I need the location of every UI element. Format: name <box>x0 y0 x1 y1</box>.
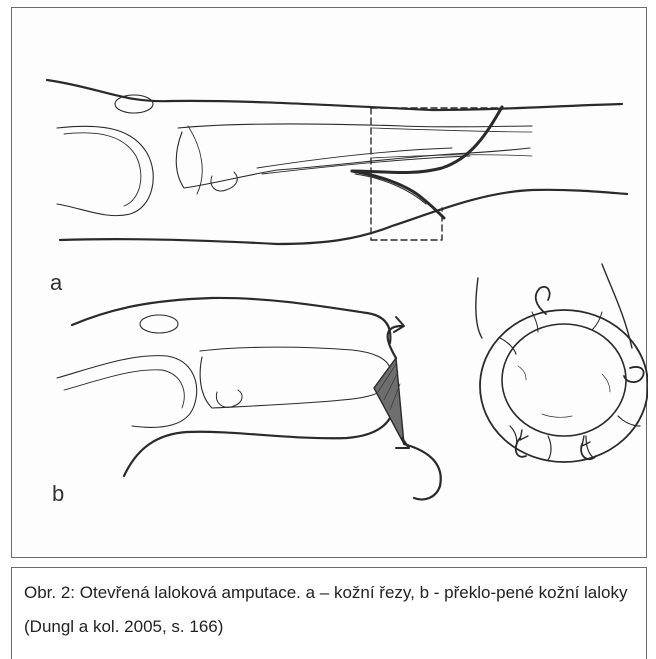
cross-section-drawing <box>476 264 648 462</box>
panel-a-drawing <box>47 80 627 244</box>
figure-caption: Obr. 2: Otevřená laloková amputace. a – … <box>24 576 634 644</box>
panel-label-a: a <box>50 270 62 296</box>
caption-box: Obr. 2: Otevřená laloková amputace. a – … <box>11 567 647 659</box>
panel-b-drawing <box>57 298 441 500</box>
amputation-illustration <box>12 8 648 559</box>
panel-label-b: b <box>52 481 64 507</box>
figure-frame: a b <box>11 7 647 558</box>
